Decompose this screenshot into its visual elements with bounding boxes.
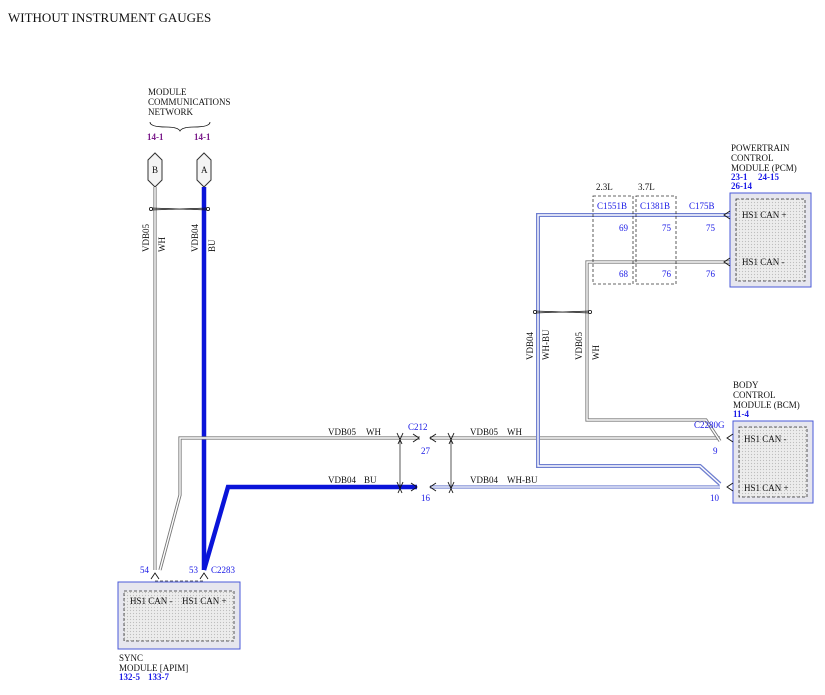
twist-marker-network [148, 206, 210, 211]
wire-label-vdb04-bottom-right: VDB04 [470, 475, 499, 485]
pcm-pin-76: 76 [706, 269, 716, 279]
network-label-line-2: COMMUNICATIONS [148, 97, 231, 107]
wire-label-bu-network: BU [207, 239, 217, 252]
engine-23l-label: 2.3L [596, 182, 613, 192]
wire-label-vdb05-top-left: VDB05 [328, 427, 357, 437]
bcm-pin-10: 10 [710, 493, 720, 503]
engine-37l-connector-label: C1381B [640, 201, 670, 211]
apim-label-line-2: MODULE [APIM] [119, 663, 188, 673]
pcm-ref-26-14[interactable]: 26-14 [731, 181, 752, 191]
wire-label-vdb04-pcm: VDB04 [525, 331, 535, 360]
apim-module[interactable]: HS1 CAN - HS1 CAN + [117, 581, 241, 650]
apim-pin-53: 53 [189, 565, 199, 575]
pcm-connector-c175b[interactable]: C175B 75 76 [689, 201, 731, 279]
engine-23l-pin-69: 69 [619, 223, 629, 233]
wire-label-wh-top-right: WH [507, 427, 522, 437]
bcm-connector-label: C2280G [694, 420, 725, 430]
engine-37l-connector[interactable]: 3.7L C1381B 75 76 [635, 182, 677, 285]
wire-label-vdb05-network: VDB05 [141, 223, 151, 252]
apim-label-line-1: SYNC [119, 653, 143, 663]
pcm-label: POWERTRAIN CONTROL MODULE (PCM) 23-1 24-… [731, 143, 797, 191]
pcm-connector-label: C175B [689, 201, 715, 211]
engine-23l-connector-label: C1551B [597, 201, 627, 211]
pcm-pin-75: 75 [706, 223, 716, 233]
wire-vdb05-bcm[interactable] [158, 436, 720, 571]
network-label-line-1: MODULE [148, 87, 187, 97]
pcm-ref-24-15[interactable]: 24-15 [758, 172, 779, 182]
connector-a-label: A [201, 165, 208, 175]
connector-b-label: B [152, 165, 158, 175]
connector-c212[interactable]: C212 27 16 [396, 422, 455, 503]
twist-marker-pcm-bcm [533, 309, 593, 314]
wire-vdb04-bcm-pcm[interactable] [536, 213, 738, 486]
engine-37l-label: 3.7L [638, 182, 655, 192]
wire-vdb04-apim[interactable] [201, 484, 417, 571]
engine-23l-pin-68: 68 [619, 269, 629, 279]
connector-b[interactable]: B [147, 152, 163, 188]
wire-label-vdb04-bottom-left: VDB04 [328, 475, 357, 485]
pcm-ref-23-1[interactable]: 23-1 [731, 172, 748, 182]
wire-label-bu-bottom-left: BU [364, 475, 377, 485]
apim-ref-133-7[interactable]: 133-7 [148, 672, 169, 682]
bcm-label-line-3: MODULE (BCM) [733, 400, 800, 410]
pcm-label-line-3: MODULE (PCM) [731, 163, 797, 173]
wire-vdb05-bcm-pcm[interactable] [585, 260, 738, 442]
wire-label-whbu-bottom-right: WH-BU [507, 475, 538, 485]
pcm-pin-can-minus: HS1 CAN - [742, 257, 785, 267]
apim-pin-can-minus: HS1 CAN - [130, 596, 173, 606]
bcm-pin-can-plus: HS1 CAN + [744, 483, 789, 493]
wire-label-vdb05-top-right: VDB05 [470, 427, 499, 437]
apim-connector-label: C2283 [211, 565, 236, 575]
wire-label-wh-network: WH [157, 237, 167, 252]
network-label: MODULE COMMUNICATIONS NETWORK [148, 87, 231, 117]
bcm-pin-can-minus: HS1 CAN - [744, 434, 787, 444]
bcm-label: BODY CONTROL MODULE (BCM) 11-4 [733, 380, 800, 419]
pcm-label-line-1: POWERTRAIN [731, 143, 790, 153]
apim-connector-c2283[interactable]: 54 53 C2283 [140, 565, 236, 582]
engine-37l-pin-76: 76 [662, 269, 672, 279]
apim-label: SYNC MODULE [APIM] 132-5 133-7 [119, 653, 188, 682]
pcm-pin-can-plus: HS1 CAN + [742, 210, 787, 220]
apim-pin-54: 54 [140, 565, 150, 575]
bcm-ref-11-4[interactable]: 11-4 [733, 409, 750, 419]
wire-label-whbu-pcm: WH-BU [541, 329, 551, 360]
network-label-line-3: NETWORK [148, 107, 193, 117]
bcm-connector-c2280g[interactable]: C2280G 9 10 [694, 420, 734, 503]
bcm-label-line-1: BODY [733, 380, 759, 390]
bcm-label-line-2: CONTROL [733, 390, 776, 400]
network-ref-b[interactable]: 14-1 [147, 132, 164, 142]
engine-37l-pin-75: 75 [662, 223, 672, 233]
c212-pin-27: 27 [421, 446, 431, 456]
pcm-module[interactable]: HS1 CAN + HS1 CAN - [729, 192, 812, 288]
c212-label: C212 [408, 422, 428, 432]
apim-ref-132-5[interactable]: 132-5 [119, 672, 140, 682]
c212-pin-16: 16 [421, 493, 431, 503]
diagram-title: WITHOUT INSTRUMENT GAUGES [8, 10, 211, 25]
network-brace [149, 121, 211, 132]
connector-a[interactable]: A [196, 152, 212, 188]
network-ref-a[interactable]: 14-1 [194, 132, 211, 142]
wire-label-vdb04-network: VDB04 [190, 223, 200, 252]
engine-23l-connector[interactable]: 2.3L C1551B 69 68 [592, 182, 634, 285]
wire-label-wh-top-left: WH [366, 427, 381, 437]
bcm-module[interactable]: HS1 CAN - HS1 CAN + [732, 420, 814, 504]
bcm-pin-9: 9 [713, 446, 718, 456]
wire-label-wh-pcm: WH [591, 345, 601, 360]
apim-pin-can-plus: HS1 CAN + [182, 596, 227, 606]
wire-label-vdb05-pcm: VDB05 [574, 331, 584, 360]
pcm-label-line-2: CONTROL [731, 153, 774, 163]
